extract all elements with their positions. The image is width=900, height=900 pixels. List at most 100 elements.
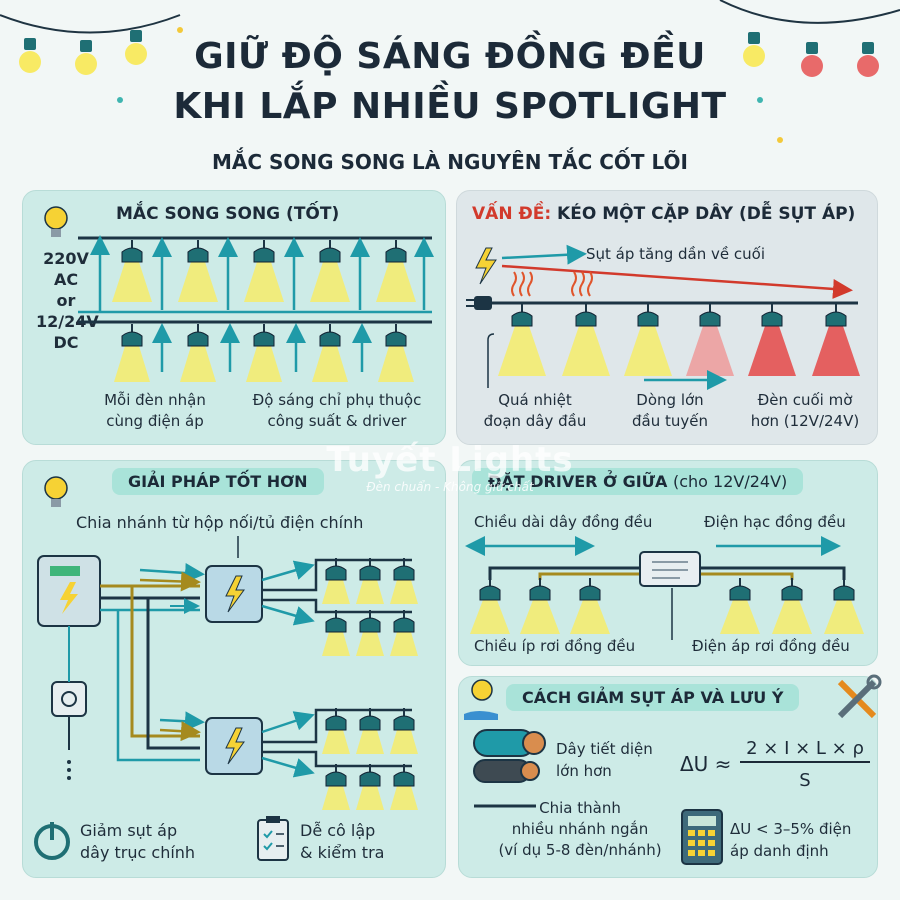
- label-line: dây trục chính: [80, 843, 196, 862]
- driver-heading: ĐẶT DRIVER Ở GIỮA (cho 12V/24V): [472, 468, 804, 495]
- spotlight-lamp-icon: [322, 610, 350, 656]
- driver-heading-rest: (cho 12V/24V): [673, 472, 788, 491]
- source-line: DC: [53, 333, 79, 352]
- problem-label-dim: Đèn cuối mờ hơn (12V/24V): [740, 390, 870, 432]
- spotlight-lamp-icon: [312, 324, 348, 382]
- spotlight-lamp-icon: [390, 610, 418, 656]
- formula-denominator: S: [799, 770, 811, 791]
- problem-heading: VẤN ĐỀ: KÉO MỘT CẶP DÂY (DỄ SỤT ÁP): [472, 204, 855, 224]
- lightbulb-hand-icon: [464, 679, 498, 720]
- label-line: Độ sáng chỉ phụ thuộc: [252, 391, 422, 409]
- label-line: & kiểm tra: [300, 843, 385, 862]
- driver-bottom-left: Chiều íp rơi đồng đều: [474, 637, 636, 655]
- spotlight-lamp-icon: [390, 708, 418, 754]
- parallel-label-right: Độ sáng chỉ phụ thuộc công suất & driver: [232, 390, 442, 432]
- source-line: 220V: [43, 249, 89, 268]
- problem-lamps: [498, 304, 860, 376]
- string-bulb-icon: [19, 30, 879, 77]
- lightbulb-icon: [44, 476, 68, 507]
- driver-heading-bold: ĐẶT DRIVER Ở GIỮA: [488, 472, 668, 491]
- problem-label-overheat: Quá nhiệt đoạn dây đầu: [470, 390, 600, 432]
- branch-label: Chia nhánh từ hộp nối/tủ điện chính: [76, 513, 364, 532]
- spotlight-lamp-icon: [570, 578, 610, 634]
- spotlight-lamp-icon: [322, 764, 350, 810]
- cable-label: Dây tiết diện lớn hơn: [556, 738, 653, 782]
- spotlight-lamp-icon: [322, 558, 350, 604]
- spotlight-lamp-icon: [180, 324, 216, 382]
- formula-lhs: ΔU ≈: [680, 752, 732, 776]
- junction-box-icon: [205, 717, 263, 775]
- driver-bottom-right: Điện áp rơi đồng đều: [692, 637, 850, 655]
- title-line-2: KHI LẮP NHIỀU SPOTLIGHT: [173, 86, 727, 127]
- problem-heading-rest: KÉO MỘT CẶP DÂY (DỄ SỤT ÁP): [557, 204, 856, 224]
- spotlight-lamp-icon: [624, 304, 672, 376]
- label-line: Quá nhiệt: [498, 391, 572, 409]
- parallel-label-left: Mỗi đèn nhận cùng điện áp: [80, 390, 230, 432]
- label-line: áp danh định: [730, 842, 829, 860]
- source-line: AC: [53, 270, 79, 289]
- label-line: nhiều nhánh ngắn: [511, 820, 649, 838]
- spotlight-lamp-icon: [114, 324, 150, 382]
- spotlight-lamp-icon: [112, 240, 152, 302]
- spotlight-lamp-icon: [356, 764, 384, 810]
- led-driver-icon: [639, 551, 701, 587]
- spotlight-lamp-icon: [498, 304, 546, 376]
- watermark-brand: Tuyết Lights: [326, 440, 574, 480]
- limit-tip-label: ΔU < 3–5% điện áp danh định: [730, 818, 851, 862]
- solution-heading: GIẢI PHÁP TỐT HƠN: [112, 468, 324, 495]
- spotlight-lamp-icon: [562, 304, 610, 376]
- parallel-panel: [22, 190, 446, 445]
- spotlight-lamp-icon: [720, 578, 760, 634]
- footer-right-label: Dễ cô lập & kiểm tra: [300, 820, 384, 864]
- spotlight-lamp-icon: [686, 304, 734, 376]
- spotlight-lamp-icon: [748, 304, 796, 376]
- label-line: cùng điện áp: [106, 412, 204, 430]
- label-line: Dây tiết diện: [556, 740, 653, 758]
- parallel-heading: MẮC SONG SONG (TỐT): [116, 204, 340, 224]
- label-line: ΔU < 3–5% điện: [730, 820, 852, 838]
- title-line-1: GIỮ ĐỘ SÁNG ĐỒNG ĐỀU: [194, 36, 706, 77]
- label-line: Mỗi đèn nhận: [104, 391, 206, 409]
- driver-lamps: [470, 578, 864, 634]
- calculator-icon: [681, 809, 723, 865]
- switch-icon: [51, 681, 87, 717]
- problem-label-current: Dòng lớn đầu tuyến: [610, 390, 730, 432]
- main-panel-box-icon: [37, 555, 101, 627]
- spotlight-lamp-icon: [470, 578, 510, 634]
- label-line: hơn (12V/24V): [750, 412, 860, 430]
- label-line: Dòng lớn: [636, 391, 704, 409]
- thick-cable-icon: [473, 729, 546, 783]
- spotlight-lamp-icon: [390, 558, 418, 604]
- spotlight-lamp-icon: [390, 764, 418, 810]
- parallel-upper-lamps: [112, 237, 434, 310]
- warning-bolt-icon: [475, 247, 497, 285]
- spotlight-lamp-icon: [356, 610, 384, 656]
- junction-box-icon: [205, 565, 263, 623]
- wrench-screwdriver-icon: [837, 674, 882, 719]
- spotlight-lamp-icon: [244, 240, 284, 302]
- source-line: 12/24V: [36, 312, 99, 331]
- spotlight-lamp-icon: [378, 324, 414, 382]
- spotlight-lamp-icon: [376, 240, 416, 302]
- footer-left-label: Giảm sụt áp dây trục chính: [80, 820, 195, 864]
- spotlight-lamp-icon: [178, 240, 218, 302]
- source-voltage-label: 220V AC or 12/24V DC: [36, 248, 99, 353]
- lightbulb-icon: [44, 206, 68, 237]
- tips-heading: CÁCH GIẢM SỤT ÁP VÀ LƯU Ý: [506, 684, 800, 711]
- spotlight-lamp-icon: [772, 578, 812, 634]
- branch-lamps: [322, 558, 418, 810]
- spotlight-lamp-icon: [246, 324, 282, 382]
- label-line: Đèn cuối mờ: [757, 391, 853, 409]
- label-line: Giảm sụt áp: [80, 821, 178, 840]
- spotlight-lamp-icon: [520, 578, 560, 634]
- label-line: công suất & driver: [267, 412, 407, 430]
- spotlight-lamp-icon: [310, 240, 350, 302]
- label-line: lớn hơn: [556, 762, 612, 780]
- branch-tip-label: Chia thành nhiều nhánh ngắn (ví dụ 5-8 đ…: [480, 798, 680, 861]
- plug-icon: [466, 296, 492, 310]
- driver-top-left: Chiều dài dây đồng đều: [474, 513, 653, 531]
- problem-heading-red: VẤN ĐỀ:: [472, 204, 552, 224]
- subtitle: MẮC SONG SONG LÀ NGUYÊN TẮC CỐT LÕI: [211, 150, 688, 174]
- label-line: đoạn dây đầu: [483, 412, 587, 430]
